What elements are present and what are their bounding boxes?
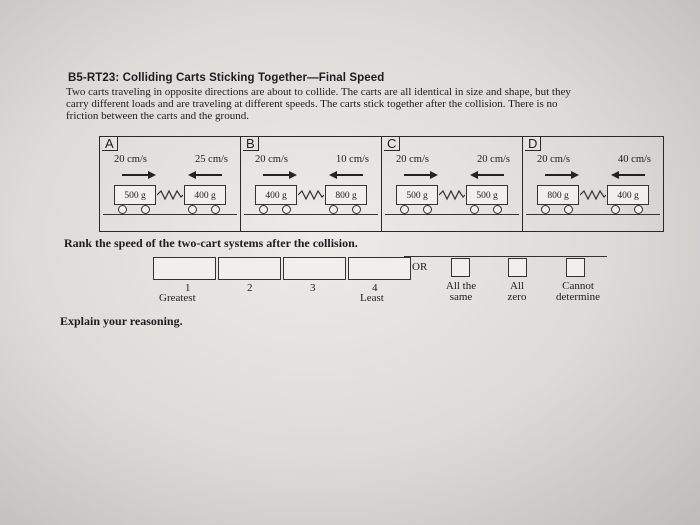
intro-line: friction between the carts and the groun… [66,110,249,122]
explain-prompt: Explain your reasoning. [60,314,183,328]
arrow-right-icon [545,171,579,179]
left-speed: 20 cm/s [537,154,570,165]
left-cart: 800 g [537,185,579,205]
all-same-label: All the same [445,280,477,303]
arrow-left-icon [329,171,363,179]
panel-a: A 20 cm/s 25 cm/s 500 g 400 g [100,137,241,231]
cart-panels: A 20 cm/s 25 cm/s 500 g 400 g B 20 cm/s … [99,136,664,232]
right-cart: 800 g [325,185,367,205]
intro-line: carry different loads and are traveling … [66,98,558,110]
all-zero-label: All zero [507,280,527,303]
arrow-right-icon [404,171,438,179]
or-divider [404,256,607,279]
arrow-left-icon [611,171,645,179]
all-same-checkbox[interactable] [451,258,470,277]
rank-box-2[interactable] [218,257,281,280]
rank-least-label: Least [360,292,384,304]
rank-box-1[interactable] [153,257,216,280]
wheels-icon [537,205,579,214]
arrow-right-icon [263,171,297,179]
panel-b: B 20 cm/s 10 cm/s 400 g 800 g [241,137,382,231]
spring-icon [439,189,465,201]
right-cart: 500 g [466,185,508,205]
rank-number: 3 [310,282,316,294]
wheels-icon [607,205,649,214]
rank-box-4[interactable] [348,257,411,280]
right-cart: 400 g [184,185,226,205]
wheels-icon [184,205,226,214]
ground-line [526,214,660,215]
rank-question: Rank the speed of the two-cart systems a… [64,236,358,250]
panel-label: C [384,137,401,151]
rank-number: 2 [247,282,253,294]
ground-line [385,214,519,215]
right-speed: 10 cm/s [336,154,369,165]
spring-icon [157,189,183,201]
rank-number: 4 [372,282,378,294]
right-cart: 400 g [607,185,649,205]
left-speed: 20 cm/s [114,154,147,165]
right-speed: 40 cm/s [618,154,651,165]
intro-line: Two carts traveling in opposite directio… [66,86,571,98]
left-cart: 400 g [255,185,297,205]
cannot-determine-checkbox[interactable] [566,258,585,277]
worksheet-title: B5-RT23: Colliding Carts Sticking Togeth… [68,72,385,84]
wheels-icon [466,205,508,214]
left-speed: 20 cm/s [396,154,429,165]
panel-label: A [102,137,118,151]
wheels-icon [114,205,156,214]
or-label: OR [412,261,428,273]
left-cart: 500 g [114,185,156,205]
panel-label: B [243,137,259,151]
spring-icon [580,189,606,201]
spring-icon [298,189,324,201]
wheels-icon [255,205,297,214]
ground-line [244,214,378,215]
right-speed: 25 cm/s [195,154,228,165]
arrow-right-icon [122,171,156,179]
rank-greatest-label: Greatest [159,292,196,304]
panel-c: C 20 cm/s 20 cm/s 500 g 500 g [382,137,523,231]
wheels-icon [396,205,438,214]
all-zero-checkbox[interactable] [508,258,527,277]
panel-label: D [525,137,542,151]
arrow-left-icon [188,171,222,179]
cannot-determine-label: Cannot determine [556,280,600,303]
arrow-left-icon [470,171,504,179]
panel-d: D 20 cm/s 40 cm/s 800 g 400 g [523,137,663,231]
rank-box-3[interactable] [283,257,346,280]
rank-number: 1 [185,282,191,294]
rank-boxes [153,257,413,280]
left-cart: 500 g [396,185,438,205]
left-speed: 20 cm/s [255,154,288,165]
wheels-icon [325,205,367,214]
ground-line [103,214,237,215]
right-speed: 20 cm/s [477,154,510,165]
